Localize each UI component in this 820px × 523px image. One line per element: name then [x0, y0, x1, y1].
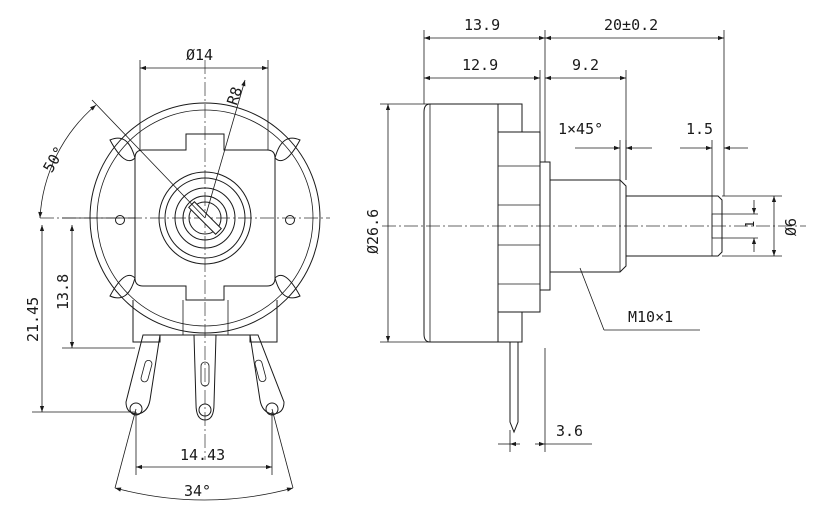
mounting-hole-left — [115, 215, 125, 225]
bracket-lobe-top-left — [109, 137, 136, 162]
bushing-outer-circle — [158, 171, 252, 265]
dim-d9-2: 9.2 — [572, 56, 599, 74]
dim-d14-43: 14.43 — [180, 446, 225, 464]
dim-arc-50deg — [38, 104, 97, 219]
bracket-lobe-bottom-left — [109, 274, 136, 299]
dim-d12-9: 12.9 — [462, 56, 498, 74]
terminal-pin — [509, 341, 519, 434]
dim-arc-34deg — [114, 487, 294, 501]
mounting-bracket — [134, 133, 276, 301]
terminal-middle — [193, 334, 217, 421]
dim-d1: 1 — [743, 221, 757, 228]
dim-d20: 20±0.2 — [604, 16, 658, 34]
front-view: Ø14 R8 50° 13.8 21.45 14.43 34° — [24, 46, 330, 501]
dim-d13-9: 13.9 — [464, 16, 500, 34]
dim-a50: 50° — [40, 143, 69, 175]
dim-d6: Ø6 — [782, 218, 800, 236]
bracket-lobe-bottom-right — [274, 274, 301, 299]
dim-d3-6: 3.6 — [556, 422, 583, 440]
bushing-thread-circle — [164, 177, 246, 259]
dim-chamfer: 1×45° — [558, 120, 603, 138]
body-cup — [423, 103, 499, 343]
dim-d26-6: Ø26.6 — [364, 209, 382, 254]
terminal-right — [249, 334, 285, 416]
dim-m10: M10×1 — [628, 308, 673, 326]
shaft-inner-circle — [182, 195, 228, 241]
dim-r8: R8 — [223, 85, 246, 108]
dim-a34: 34° — [184, 482, 211, 500]
dim-d1-5: 1.5 — [686, 120, 713, 138]
side-bracket-lobes — [498, 103, 523, 343]
terminal-left — [125, 334, 161, 416]
bracket-lobe-top-right — [274, 137, 301, 162]
shaft-slot-side — [711, 213, 723, 239]
dim-line-r8 — [204, 79, 246, 219]
dim-d13-8: 13.8 — [54, 274, 72, 310]
mounting-hole-right — [285, 215, 295, 225]
shaft-circle — [174, 187, 236, 249]
dim-d21-45: 21.45 — [24, 297, 42, 342]
dim-d14: Ø14 — [186, 46, 213, 64]
shaft-core-circle — [188, 201, 222, 235]
side-view: 13.9 20±0.2 12.9 9.2 1×45° 1.5 Ø26.6 — [364, 16, 806, 452]
side-bracket-plate — [497, 131, 541, 313]
